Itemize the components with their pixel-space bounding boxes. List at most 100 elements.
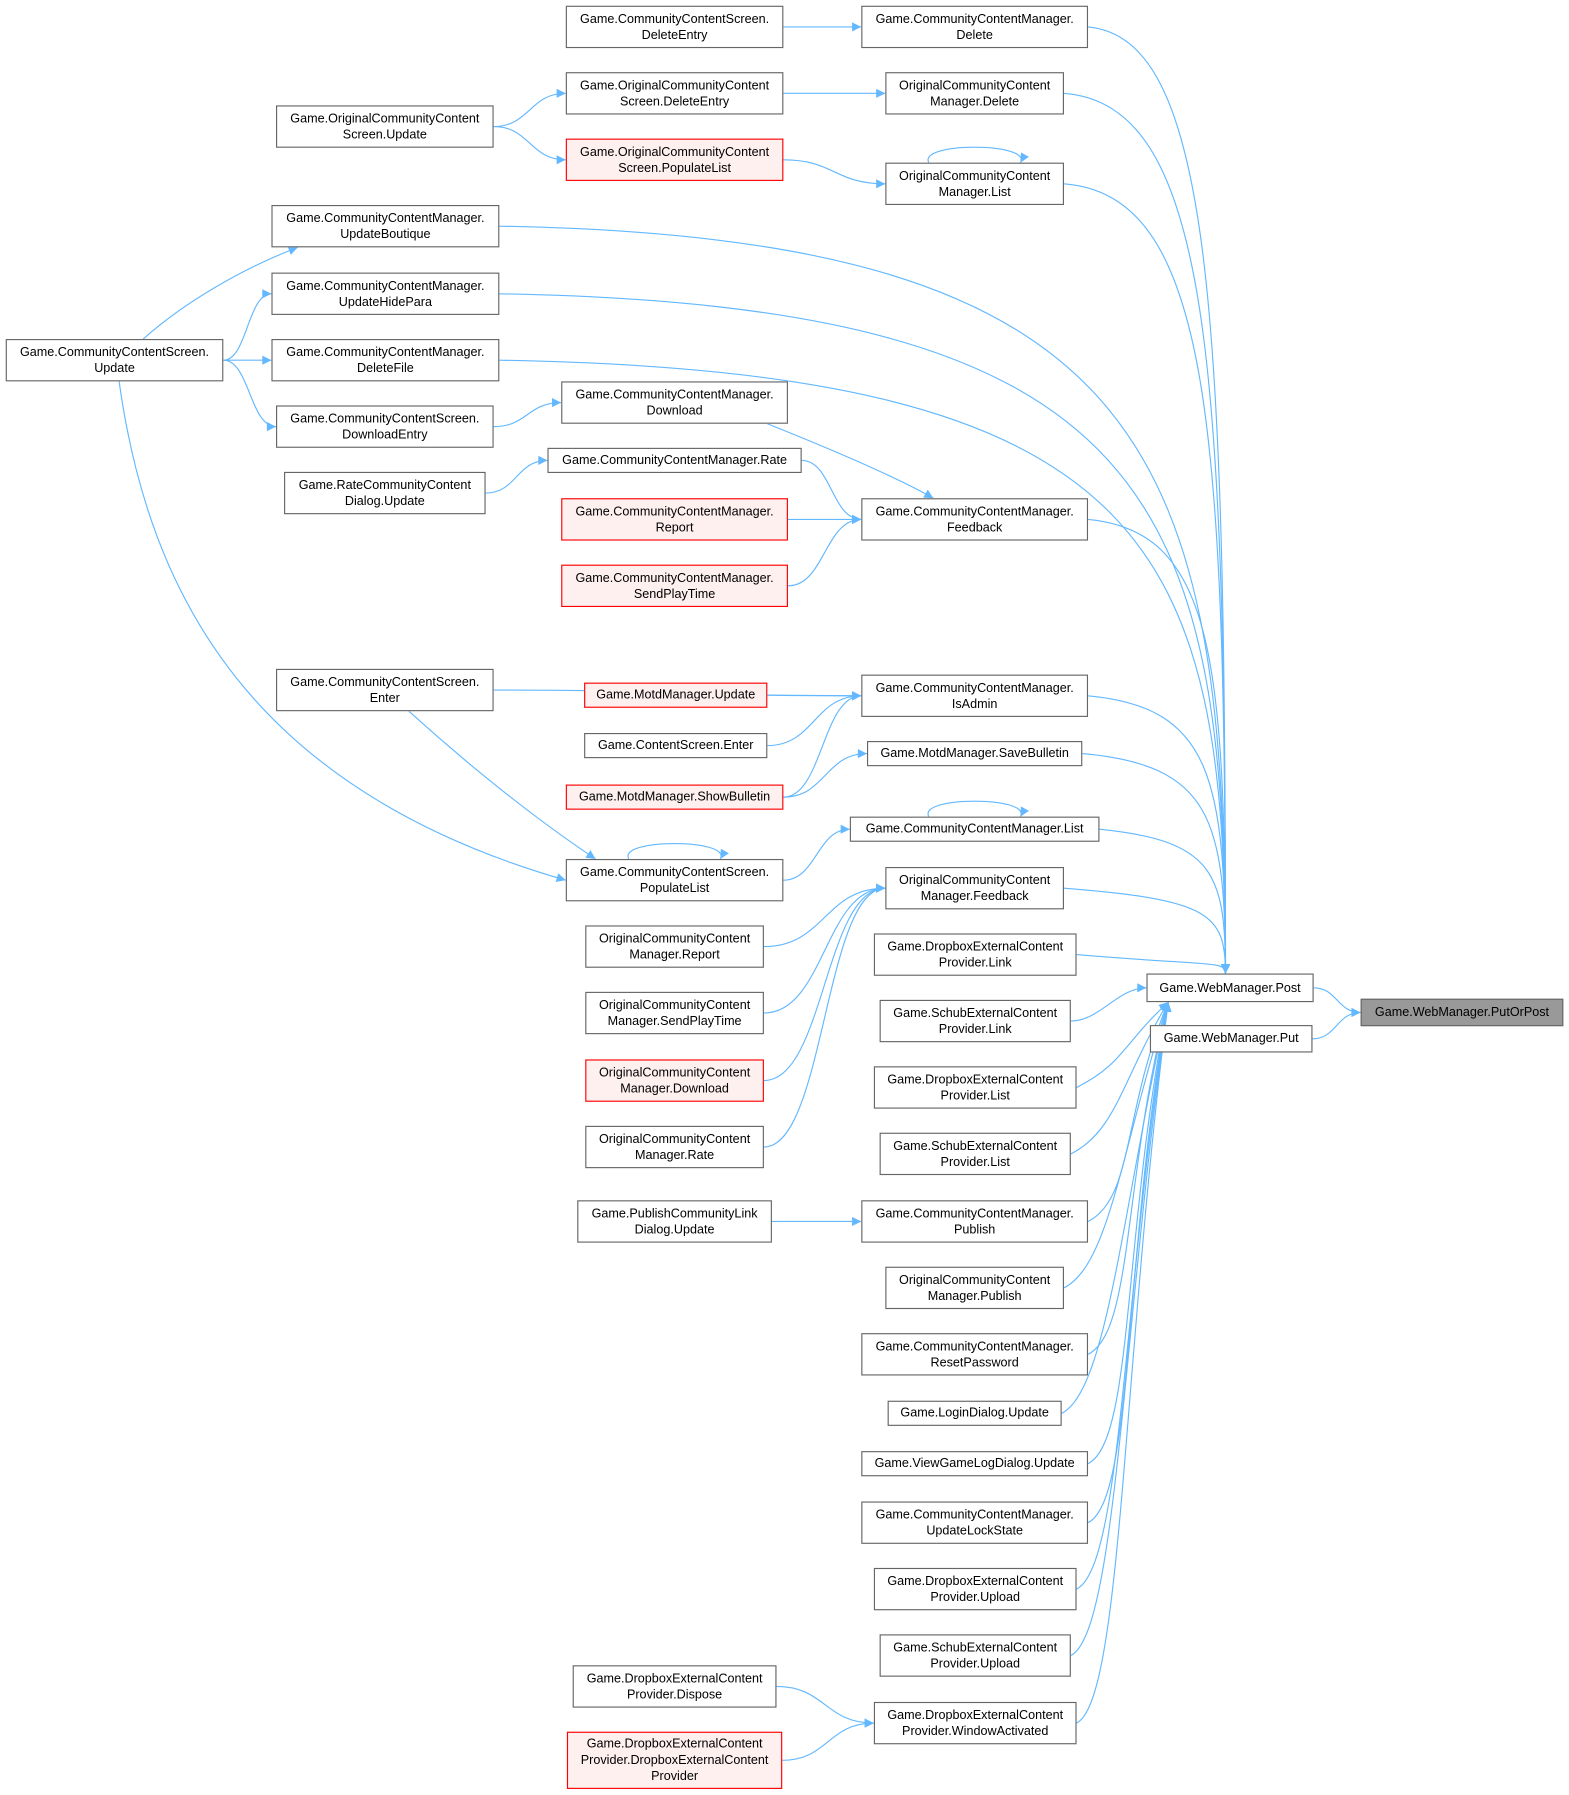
node-ccm-deletefile[interactable]: Game.CommunityContentManager.DeleteFile bbox=[271, 339, 500, 382]
node-label: Game.WebManager.Put bbox=[1163, 1031, 1299, 1046]
edge-occm-report-to-occm-feedback bbox=[763, 883, 886, 948]
node-motd-update[interactable]: Game.MotdManager.Update bbox=[584, 682, 768, 708]
node-label: OriginalCommunityContent bbox=[899, 78, 1051, 93]
node-label: PopulateList bbox=[639, 881, 710, 896]
node-ccs-enter[interactable]: Game.CommunityContentScreen.Enter bbox=[276, 668, 494, 712]
node-ccm-delete[interactable]: Game.CommunityContentManager.Delete bbox=[861, 5, 1089, 49]
node-label: Report bbox=[655, 520, 694, 535]
node-label: Game.WebManager.Post bbox=[1159, 980, 1301, 995]
node-ccm-publish[interactable]: Game.CommunityContentManager.Publish bbox=[861, 1200, 1089, 1243]
node-ccm-download[interactable]: Game.CommunityContentManager.Download bbox=[561, 381, 788, 424]
edge-ccs-populatelist-to-ccm-list bbox=[783, 824, 850, 881]
node-label: Enter bbox=[369, 691, 400, 705]
node-label: Game.SchubExternalContent bbox=[893, 1640, 1058, 1655]
node-ccm-updateboutique[interactable]: Game.CommunityContentManager.UpdateBouti… bbox=[271, 205, 500, 248]
edge-ccm-isadmin-to-webmanager-post bbox=[1087, 695, 1231, 974]
node-label: Game.CommunityContentScreen. bbox=[580, 865, 770, 880]
edge-contentscreen-enter-to-ccm-isadmin bbox=[767, 691, 862, 747]
node-label: Game.MotdManager.SaveBulletin bbox=[880, 746, 1069, 761]
edge-ccm-download-to-ccm-feedback bbox=[767, 423, 934, 499]
edge-ccm-updatehidepara-to-webmanager-post bbox=[499, 293, 1231, 974]
node-contentscreen-enter[interactable]: Game.ContentScreen.Enter bbox=[584, 732, 768, 759]
node-label: Game.DropboxExternalContent bbox=[887, 1574, 1064, 1588]
node-ccs-update[interactable]: Game.CommunityContentScreen.Update bbox=[5, 339, 224, 382]
node-viewgamelog-update[interactable]: Game.ViewGameLogDialog.Update bbox=[861, 1451, 1089, 1477]
node-label: Game.CommunityContentManager. bbox=[875, 680, 1074, 695]
edge-ccm-delete-to-webmanager-post bbox=[1087, 26, 1231, 974]
edge-occm-publish-to-webmanager-post bbox=[1063, 1001, 1170, 1289]
node-label: Game.PublishCommunityLink bbox=[591, 1206, 758, 1221]
node-ccs-downloadentry[interactable]: Game.CommunityContentScreen.DownloadEntr… bbox=[276, 405, 494, 448]
node-label: Provider.List bbox=[940, 1088, 1010, 1103]
edge-ccm-sendplaytime-to-ccm-feedback bbox=[787, 514, 862, 587]
edge-occs-populatelist-to-occm-list bbox=[783, 159, 886, 189]
node-label: Provider.Upload bbox=[930, 1656, 1021, 1671]
node-label: Game.CommunityContentManager.Rate bbox=[562, 453, 787, 468]
node-webmanager-put[interactable]: Game.WebManager.Put bbox=[1149, 1025, 1313, 1053]
node-label: Game.DropboxExternalContent bbox=[586, 1737, 763, 1752]
edge-schub-link-to-webmanager-post bbox=[1070, 983, 1147, 1022]
edge-dropbox-ctor-to-dropbox-windowactivated bbox=[782, 1718, 874, 1761]
node-logindialog-update[interactable]: Game.LoginDialog.Update bbox=[887, 1400, 1062, 1426]
node-webmanager-post[interactable]: Game.WebManager.Post bbox=[1146, 973, 1314, 1003]
node-label: Game.CommunityContentManager. bbox=[875, 1339, 1074, 1354]
node-label: Manager.Delete bbox=[930, 94, 1020, 109]
node-ccm-rate[interactable]: Game.CommunityContentManager.Rate bbox=[547, 447, 802, 474]
node-label: Game.CommunityContentManager. bbox=[575, 504, 774, 519]
node-label: Delete bbox=[956, 28, 993, 42]
node-label: Game.DropboxExternalContent bbox=[887, 1072, 1064, 1087]
node-label: Game.SchubExternalContent bbox=[893, 1139, 1058, 1153]
edge-occs-update-to-occs-deleteentry bbox=[493, 88, 566, 128]
node-label: Game.OriginalCommunityContent bbox=[290, 111, 480, 126]
edge-ratedialog-update-to-ccm-rate bbox=[485, 455, 548, 494]
edge-ccm-resetpassword-to-webmanager-post bbox=[1087, 1001, 1171, 1355]
node-ccs-deleteentry[interactable]: Game.CommunityContentScreen.DeleteEntry bbox=[565, 5, 784, 49]
node-motd-savebulletin[interactable]: Game.MotdManager.SaveBulletin bbox=[866, 741, 1083, 767]
node-ccm-resetpassword[interactable]: Game.CommunityContentManager.ResetPasswo… bbox=[861, 1333, 1089, 1376]
node-ccm-isadmin[interactable]: Game.CommunityContentManager.IsAdmin bbox=[861, 674, 1089, 717]
node-label: Game.CommunityContentScreen. bbox=[290, 411, 480, 426]
node-motd-showbulletin[interactable]: Game.MotdManager.ShowBulletin bbox=[565, 784, 784, 810]
node-label: UpdateBoutique bbox=[340, 227, 431, 242]
node-ccm-sendplaytime[interactable]: Game.CommunityContentManager.SendPlayTim… bbox=[561, 564, 788, 608]
node-ccm-report[interactable]: Game.CommunityContentManager.Report bbox=[561, 498, 788, 541]
node-label: Manager.Feedback bbox=[920, 889, 1029, 904]
node-label: DeleteEntry bbox=[641, 28, 708, 42]
node-ccm-updatelockstate[interactable]: Game.CommunityContentManager.UpdateLockS… bbox=[861, 1501, 1089, 1544]
node-ccm-feedback[interactable]: Game.CommunityContentManager.Feedback bbox=[861, 498, 1089, 541]
node-label: Provider bbox=[651, 1769, 699, 1784]
node-label: Game.RateCommunityContent bbox=[298, 478, 471, 492]
node-label: Game.CommunityContentManager. bbox=[575, 387, 774, 402]
node-label: Game.CommunityContentManager. bbox=[875, 1507, 1074, 1522]
node-ccm-list[interactable]: Game.CommunityContentManager.List bbox=[849, 816, 1100, 842]
edge-ccm-rate-to-ccm-feedback bbox=[801, 459, 862, 524]
node-ccs-populatelist[interactable]: Game.CommunityContentScreen.PopulateList bbox=[565, 858, 784, 902]
node-label: Provider.Dispose bbox=[626, 1687, 723, 1702]
node-webmanager-putorpost[interactable]: Game.WebManager.PutOrPost bbox=[1360, 998, 1564, 1027]
node-ccm-updatehidepara[interactable]: Game.CommunityContentManager.UpdateHideP… bbox=[271, 272, 500, 315]
